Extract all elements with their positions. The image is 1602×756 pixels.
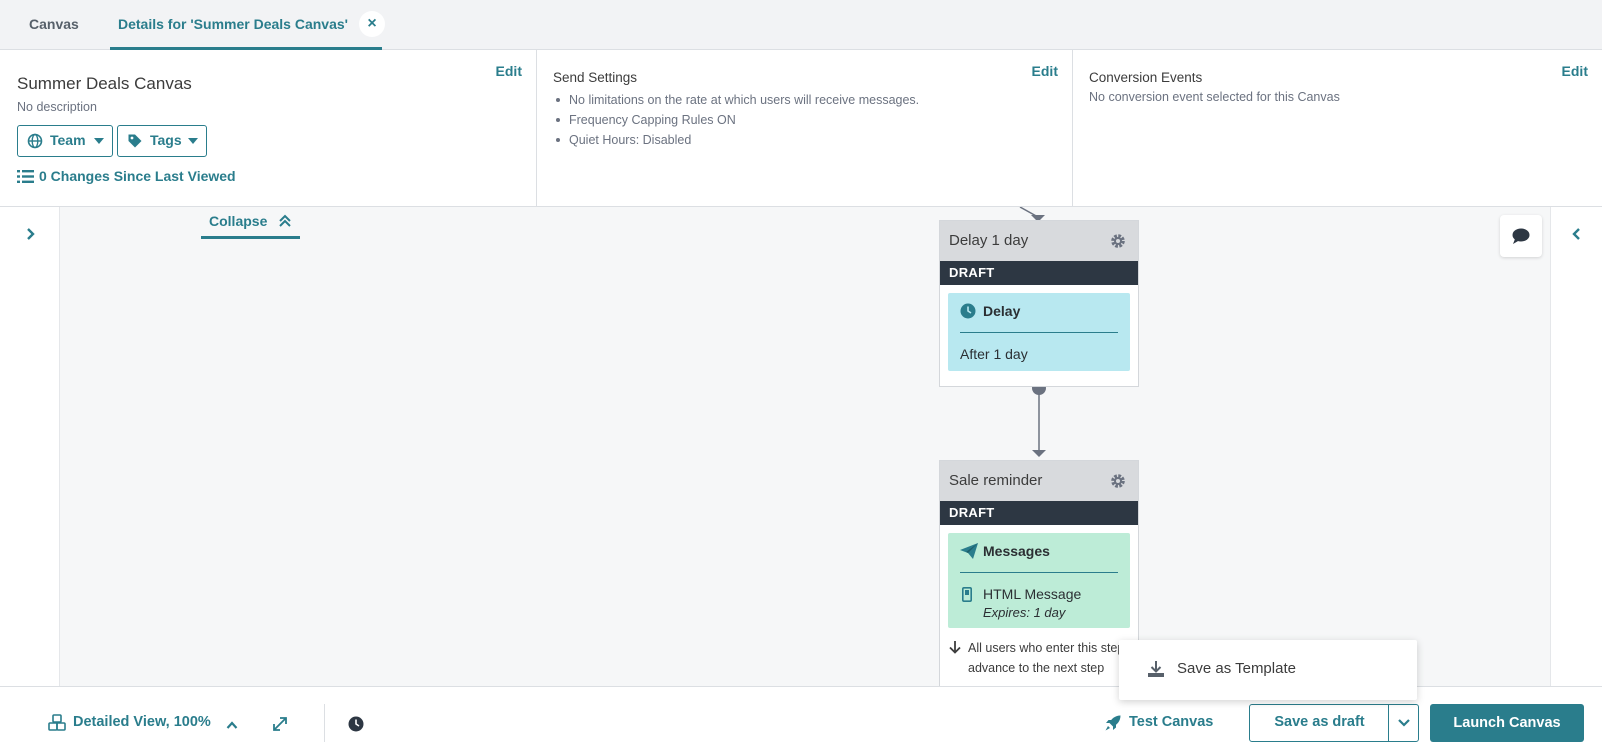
rocket-icon <box>1105 715 1121 731</box>
tags-dropdown[interactable]: Tags <box>117 125 207 157</box>
list-item: No limitations on the rate at which user… <box>553 90 919 110</box>
edit-conversion-events-link[interactable]: Edit <box>1561 63 1588 79</box>
team-label: Team <box>50 132 86 148</box>
chevron-down-icon <box>1398 719 1410 727</box>
canvas-name: Summer Deals Canvas <box>17 74 192 93</box>
cubes-icon <box>48 714 66 731</box>
changes-label: 0 Changes Since Last Viewed <box>39 168 236 184</box>
chevron-up-icon[interactable] <box>226 720 238 730</box>
view-mode-button[interactable]: Detailed View, 100% <box>48 714 211 731</box>
canvas-connectors <box>1019 207 1046 457</box>
tab-bar: Canvas Details for 'Summer Deals Canvas'… <box>0 0 1602 50</box>
send-settings-panel: Edit Send Settings No limitations on the… <box>537 50 1073 207</box>
test-canvas-button[interactable]: Test Canvas <box>1104 714 1214 731</box>
globe-icon <box>27 133 43 149</box>
delay-duration: After 1 day <box>960 346 1028 362</box>
team-dropdown[interactable]: Team <box>17 125 113 157</box>
paper-plane-icon <box>960 543 978 559</box>
caret-down-icon <box>94 138 104 144</box>
tags-label: Tags <box>150 132 182 148</box>
draft-badge: DRAFT <box>940 261 1138 285</box>
advancement-line: All users who enter this step <box>968 641 1125 655</box>
list-item: Frequency Capping Rules ON <box>553 110 919 130</box>
gear-icon[interactable] <box>1109 472 1127 490</box>
message-expiry: Expires: 1 day <box>983 605 1066 620</box>
divider <box>324 704 325 742</box>
divider <box>960 332 1118 333</box>
chevron-left-icon[interactable] <box>1567 224 1587 244</box>
step-title: Sale reminder <box>949 472 1043 489</box>
step-title: Delay 1 day <box>949 232 1029 249</box>
right-sidebar-rail <box>1550 207 1602 686</box>
conversion-events-panel: Edit Conversion Events No conversion eve… <box>1073 50 1602 207</box>
conversion-events-empty: No conversion event selected for this Ca… <box>1089 90 1340 104</box>
canvas-details-header: Edit Summer Deals Canvas No description … <box>0 50 1602 207</box>
arrow-down-icon <box>949 641 961 654</box>
step-header: Sale reminder <box>940 461 1138 501</box>
sale-reminder-step-card[interactable]: Sale reminder DRAFT Messages HTML Messag… <box>939 460 1139 686</box>
tab-canvas-details[interactable]: Details for 'Summer Deals Canvas' <box>110 0 382 50</box>
conversion-events-title: Conversion Events <box>1089 70 1203 85</box>
clock-icon[interactable] <box>348 716 364 732</box>
save-draft-dropdown-menu: Save as Template <box>1119 640 1417 700</box>
test-canvas-label: Test Canvas <box>1129 714 1214 730</box>
gear-icon[interactable] <box>1109 232 1127 250</box>
canvas-workspace[interactable]: Collapse Delay 1 day DRAFT <box>0 207 1602 686</box>
close-tab-icon[interactable]: × <box>359 11 385 37</box>
delay-component[interactable]: Delay After 1 day <box>948 293 1130 371</box>
comments-button[interactable] <box>1500 215 1542 257</box>
caret-down-icon <box>188 138 198 144</box>
draft-badge: DRAFT <box>940 501 1138 525</box>
mobile-phone-icon <box>962 587 972 602</box>
save-draft-options-button[interactable] <box>1388 704 1419 742</box>
view-mode-label: Detailed View, 100% <box>73 714 211 730</box>
messages-component[interactable]: Messages HTML Message Expires: 1 day <box>948 533 1130 628</box>
save-as-draft-button[interactable]: Save as draft <box>1249 704 1390 742</box>
clock-icon <box>960 303 976 319</box>
left-sidebar-rail <box>0 207 60 686</box>
edit-send-settings-link[interactable]: Edit <box>1031 63 1058 79</box>
menu-item-label: Save as Template <box>1177 660 1296 677</box>
list-icon <box>17 170 34 183</box>
chat-bubble-icon <box>1512 228 1530 244</box>
collapse-button[interactable]: Collapse <box>201 211 300 239</box>
canvas-info-panel: Edit Summer Deals Canvas No description … <box>0 50 537 207</box>
launch-canvas-button[interactable]: Launch Canvas <box>1430 704 1584 742</box>
message-name: HTML Message <box>983 586 1082 602</box>
component-title: Delay <box>983 303 1021 319</box>
tag-icon <box>128 134 142 148</box>
save-as-template-menu-item[interactable]: Save as Template <box>1147 660 1296 677</box>
tab-canvas[interactable]: Canvas <box>29 16 79 32</box>
advancement-line: advance to the next step <box>968 661 1105 675</box>
canvas-description: No description <box>17 100 97 114</box>
list-item: Quiet Hours: Disabled <box>553 130 919 150</box>
step-header: Delay 1 day <box>940 221 1138 261</box>
divider <box>960 572 1118 573</box>
edit-canvas-info-link[interactable]: Edit <box>495 63 522 79</box>
chevron-right-icon[interactable] <box>20 224 40 244</box>
component-title: Messages <box>983 543 1050 559</box>
expand-icon[interactable] <box>271 715 289 733</box>
send-settings-title: Send Settings <box>553 70 638 85</box>
collapse-label: Collapse <box>209 213 268 229</box>
double-chevron-up-icon <box>279 214 291 227</box>
download-icon <box>1148 661 1164 677</box>
delay-step-card[interactable]: Delay 1 day DRAFT Delay After 1 day <box>939 220 1139 387</box>
advancement-note: All users who enter this step advance to… <box>968 638 1128 678</box>
send-settings-list: No limitations on the rate at which user… <box>553 90 919 150</box>
changes-since-last-viewed-link[interactable]: 0 Changes Since Last Viewed <box>17 168 236 184</box>
